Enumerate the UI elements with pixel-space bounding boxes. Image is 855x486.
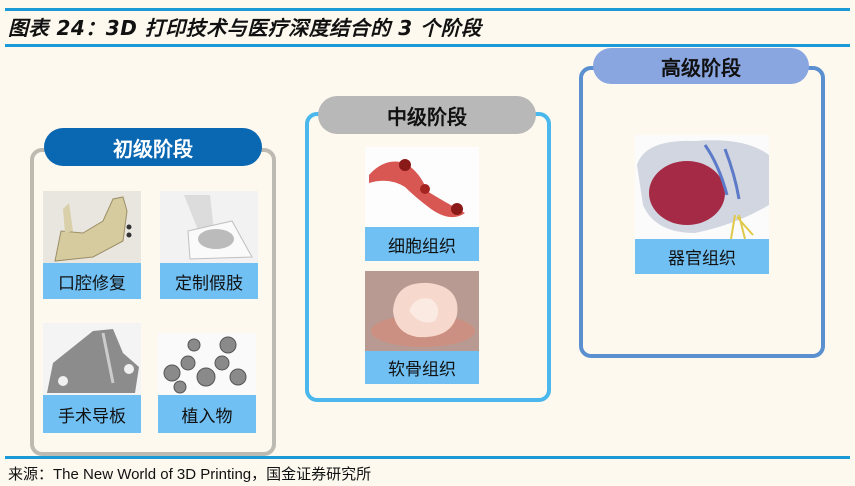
card-label: 手术导板 [43,395,141,433]
figure-title: 图表 24：3D 打印技术与医疗深度结合的 3 个阶段 [8,16,482,40]
organ-liver-image [635,135,769,239]
card-label: 器官组织 [635,239,769,274]
card-surgical-guide: 手术导板 [43,323,141,433]
card-cartilage-tissue: 软骨组织 [365,271,479,384]
implants-image [158,333,256,395]
figure-source: 来源：The New World of 3D Printing，国金证券研究所 [8,466,372,483]
card-custom-prosthesis: 定制假肢 [160,191,258,299]
card-label: 软骨组织 [365,351,479,384]
top-rule [5,8,850,11]
card-dental-repair: 口腔修复 [43,191,141,299]
cartilage-ear-image [365,271,479,351]
card-label: 植入物 [158,395,256,433]
title-rule [5,44,850,47]
cell-tissue-image [365,147,479,227]
card-implants: 植入物 [158,333,256,433]
card-organ-tissue: 器官组织 [635,135,769,274]
card-label: 细胞组织 [365,227,479,261]
card-cell-tissue: 细胞组织 [365,147,479,261]
card-label: 口腔修复 [43,263,141,299]
stage-primary-header: 初级阶段 [44,128,262,166]
card-label: 定制假肢 [160,263,258,299]
jawbone-image [43,191,141,263]
bottom-rule [5,456,850,459]
prosthesis-image [160,191,258,263]
stage-intermediate-header: 中级阶段 [318,96,536,134]
stage-advanced-header: 高级阶段 [593,48,809,84]
surgical-guide-image [43,323,141,395]
